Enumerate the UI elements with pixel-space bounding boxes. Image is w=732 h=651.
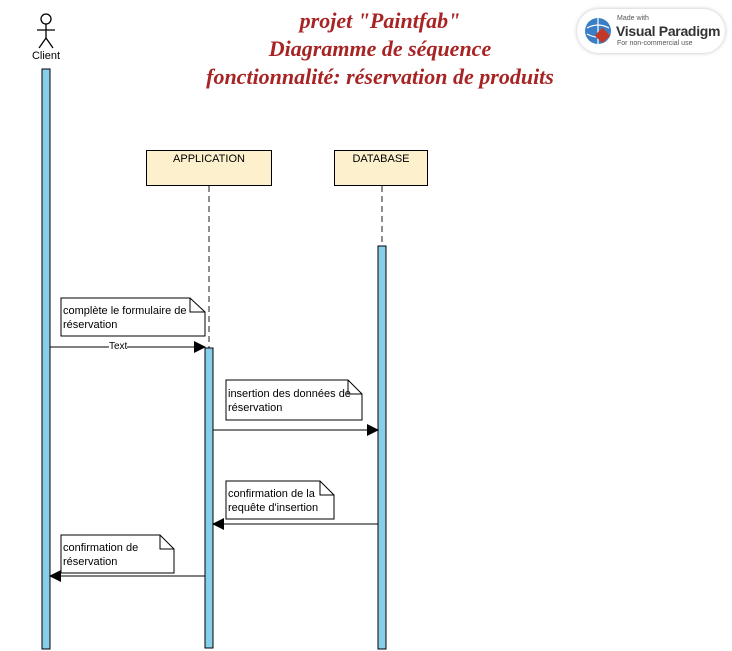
watermark-foot-text: For non-commercial use	[617, 40, 693, 47]
client-actor-icon	[37, 13, 55, 49]
note-shape-3	[225, 480, 335, 520]
note-3-line-1: confirmation de la	[228, 488, 315, 500]
diagram-title-line-2: Diagramme de séquence	[268, 36, 492, 61]
note-4-line-1: confirmation de	[63, 542, 139, 554]
application-activation-bar	[204, 347, 214, 649]
lifeline-database: DATABASE	[334, 150, 428, 186]
client-activation-bar	[41, 68, 51, 650]
note-shape-4	[60, 534, 175, 574]
note-1-line-1: complète le formulaire de	[63, 305, 187, 317]
note-1-line-2: réservation	[63, 319, 118, 331]
watermark-brand: Visual Paradigm	[616, 23, 721, 39]
client-actor-label: Client	[31, 50, 61, 62]
diagram-title-line-3: fonctionnalité: réservation de produits	[206, 64, 554, 89]
note-4-text: confirmation de réservation	[63, 541, 138, 569]
note-2-text: insertion des données de réservation	[228, 387, 351, 415]
visual-paradigm-logo-icon	[585, 18, 611, 44]
diagram-title-line-1: projet "Paintfab"	[299, 8, 461, 33]
visual-paradigm-badge: Made with Visual Paradigm For non-commer…	[577, 9, 725, 53]
database-activation-bar	[377, 245, 387, 650]
note-shape-1	[60, 297, 206, 337]
note-2-line-1: insertion des données de	[228, 388, 351, 400]
note-2-line-2: réservation	[228, 402, 283, 414]
message-label-text: Text	[109, 341, 128, 352]
note-shape-2	[225, 379, 363, 421]
note-1-text: complète le formulaire de réservation	[63, 304, 187, 332]
note-3-line-2: requête d'insertion	[228, 502, 319, 514]
watermark-small-text: Made with	[617, 15, 649, 22]
lifeline-application: APPLICATION	[146, 150, 272, 186]
note-3-text: confirmation de la requête d'insertion	[228, 487, 318, 515]
note-4-line-2: réservation	[63, 556, 118, 568]
